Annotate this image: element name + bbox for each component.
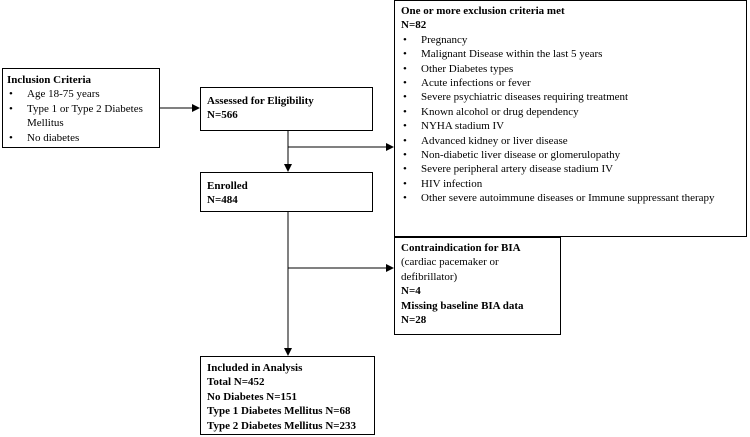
missing-bia-count: N=28	[401, 314, 427, 327]
enrolled-box: Enrolled N=484	[200, 172, 373, 212]
exclusion-title: One or more exclusion criteria met	[401, 5, 565, 17]
inclusion-item: Type 1 or Type 2 Diabetes Mellitus	[7, 102, 155, 131]
exclusion-item: Pregnancy	[401, 33, 740, 48]
exclusion-item: Non-diabetic liver disease or glomerulop…	[401, 148, 740, 163]
exclusion-item: Severe peripheral artery disease stadium…	[401, 162, 740, 177]
exclusion-item: Known alcohol or drug dependency	[401, 105, 740, 120]
analysis-line: No Diabetes N=151	[207, 390, 297, 403]
exclusion-item: HIV infection	[401, 177, 740, 192]
analysis-box: Included in Analysis Total N=452 No Diab…	[200, 356, 375, 435]
analysis-line: Type 2 Diabetes Mellitus N=233	[207, 419, 357, 432]
assessed-box: Assessed for Eligibility N=566	[200, 87, 373, 131]
bia-box: Contraindication for BIA (cardiac pacema…	[394, 237, 561, 335]
exclusion-item: Severe psychiatric diseases requiring tr…	[401, 90, 740, 105]
bia-title: Contraindication for BIA	[401, 242, 521, 254]
exclusion-box: One or more exclusion criteria met N=82 …	[394, 0, 747, 237]
analysis-line: Type 1 Diabetes Mellitus N=68	[207, 405, 351, 418]
inclusion-criteria-box: Inclusion Criteria Age 18-75 years Type …	[2, 68, 160, 148]
bia-detail: (cardiac pacemaker or defibrillator)	[401, 256, 499, 283]
assessed-title: Assessed for Eligibility	[207, 95, 314, 107]
enrolled-count: N=484	[207, 194, 238, 207]
exclusion-count: N=82	[401, 19, 427, 32]
bia-count: N=4	[401, 285, 421, 298]
exclusion-item: NYHA stadium IV	[401, 119, 740, 134]
exclusion-item: Acute infections or fever	[401, 76, 740, 91]
analysis-line: Total N=452	[207, 376, 265, 389]
inclusion-list: Age 18-75 years Type 1 or Type 2 Diabete…	[7, 87, 155, 145]
enrolled-title: Enrolled	[207, 180, 248, 192]
inclusion-item: No diabetes	[7, 131, 155, 146]
analysis-title: Included in Analysis	[207, 362, 303, 374]
missing-bia-title: Missing baseline BIA data	[401, 299, 524, 312]
exclusion-item: Other severe autoimmune diseases or Immu…	[401, 191, 740, 206]
exclusion-item: Other Diabetes types	[401, 62, 740, 77]
exclusion-list: Pregnancy Malignant Disease within the l…	[401, 33, 740, 206]
exclusion-item: Malignant Disease within the last 5 year…	[401, 47, 740, 62]
assessed-count: N=566	[207, 109, 238, 122]
inclusion-title: Inclusion Criteria	[7, 74, 92, 86]
inclusion-item: Age 18-75 years	[7, 87, 155, 102]
exclusion-item: Advanced kidney or liver disease	[401, 134, 740, 149]
